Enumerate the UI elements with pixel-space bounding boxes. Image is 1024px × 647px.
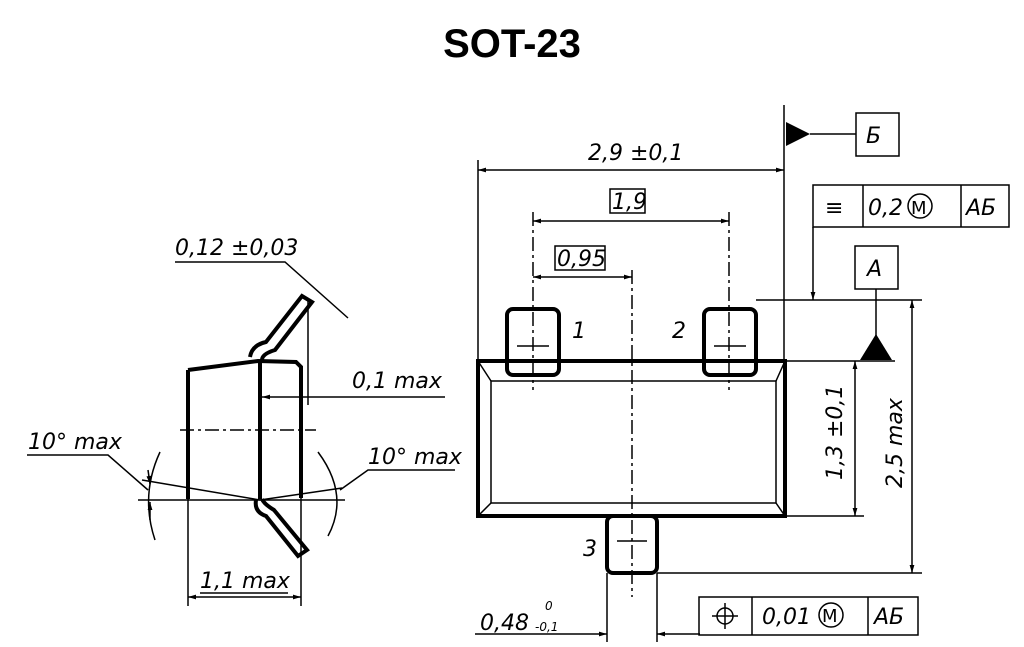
angle-left-dimension: 10° max <box>28 430 123 455</box>
position-tolerance-frame: 0,01 M АБ <box>698 596 919 636</box>
symmetry-tolerance: 0,2 <box>868 196 903 221</box>
max-material-icon: M <box>911 198 927 219</box>
pitch-half-dimension: 0,95 <box>557 247 606 272</box>
pitch-outer-dimension: 1,9 <box>612 190 647 215</box>
standoff-dimension: 0,1 max <box>352 369 443 394</box>
lead-width-dimension: 0,48 <box>480 611 529 636</box>
datum-b-label: Б <box>866 124 881 149</box>
lead-bottom <box>253 498 310 559</box>
datum-a-label: А <box>865 257 882 282</box>
height-dimension: 1,1 max <box>200 569 291 594</box>
symmetry-tolerance-frame: ≡ 0,2 M АБ <box>812 184 1010 228</box>
lead-width-lower-tolerance: -0,1 <box>535 620 558 634</box>
body-width-dimension: 1,3 ±0,1 <box>823 385 848 480</box>
datum-a-triangle <box>860 334 892 360</box>
lead-thickness-dimension: 0,12 ±0,03 <box>175 236 298 261</box>
max-material-icon: M <box>822 606 838 627</box>
total-width-dimension: 2,5 max <box>883 397 908 488</box>
position-icon <box>712 603 738 629</box>
pin-2 <box>702 307 758 377</box>
datum-b-triangle <box>786 122 810 146</box>
angle-right-dimension: 10° max <box>368 445 463 470</box>
side-view: 1,1 max 0,1 max 0,12 ±0,03 10° max 10° m… <box>27 236 463 606</box>
top-view: 1 2 3 2,9 ±0,1 1,9 0,95 Б ≡ 0,2 M АБ <box>475 105 1010 642</box>
position-datums: АБ <box>872 605 904 630</box>
symmetry-icon: ≡ <box>825 196 843 221</box>
symmetry-datums: АБ <box>964 196 996 221</box>
drawing-title: SOT-23 <box>443 22 581 66</box>
lead-width-upper-tolerance: 0 <box>545 599 553 613</box>
pin-label-2: 2 <box>672 319 686 344</box>
angle-arc-right <box>317 451 338 537</box>
angle-arc-left <box>147 451 161 541</box>
lead-top <box>248 293 315 361</box>
position-tolerance: 0,01 <box>762 605 811 630</box>
length-dimension: 2,9 ±0,1 <box>588 141 683 166</box>
pin-label-3: 3 <box>583 537 597 562</box>
pin-label-1: 1 <box>572 319 586 344</box>
